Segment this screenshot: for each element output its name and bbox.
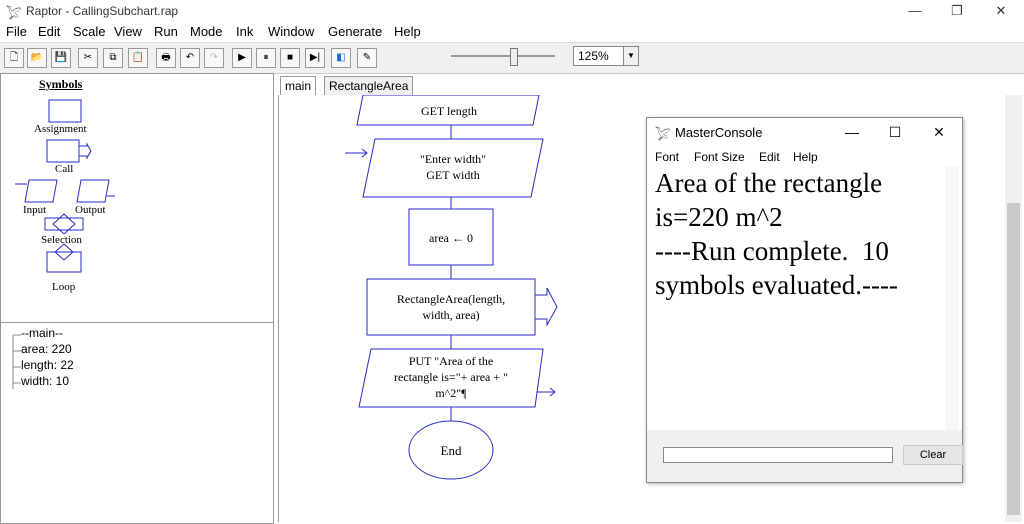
- pen-icon[interactable]: ✎: [357, 48, 377, 68]
- close-button[interactable]: ✕: [995, 3, 1007, 18]
- tab-rectanglearea[interactable]: RectangleArea: [324, 76, 414, 95]
- call-text-line2: width, area): [422, 308, 479, 322]
- redo-icon[interactable]: ↷: [204, 48, 224, 68]
- menu-mode[interactable]: Mode: [190, 24, 223, 39]
- put-text-line3: m^2"¶: [435, 386, 467, 400]
- var-area[interactable]: area: 220: [21, 342, 72, 356]
- title-bar: 𓅯 Raptor - CallingSubchart.rap — ❐ ✕: [0, 0, 1024, 22]
- menu-window[interactable]: Window: [268, 24, 315, 39]
- menu-bar: File Edit Scale View Run Mode Ink Window…: [0, 22, 1024, 42]
- output-label: Output: [75, 204, 106, 216]
- call-label: Call: [55, 163, 74, 175]
- menu-help[interactable]: Help: [394, 24, 421, 39]
- canvas-scrollbar-thumb[interactable]: [1007, 203, 1020, 515]
- input-width-get-text: GET width: [426, 168, 479, 182]
- get-length-text: GET length: [421, 104, 477, 118]
- menu-ink[interactable]: Ink: [236, 24, 254, 39]
- flowchart: GET length "Enter width" GET width area …: [345, 95, 558, 480]
- assignment-text: area ← 0: [429, 231, 473, 245]
- print-icon[interactable]: 🖶: [156, 48, 176, 68]
- cut-icon[interactable]: ✂: [78, 48, 98, 68]
- console-minimize-button[interactable]: —: [845, 124, 859, 140]
- menu-edit[interactable]: Edit: [38, 24, 61, 39]
- menu-view[interactable]: View: [114, 24, 142, 39]
- console-title: MasterConsole: [675, 125, 763, 140]
- loop-label: Loop: [52, 281, 76, 293]
- end-symbol[interactable]: [408, 420, 494, 480]
- copy-icon[interactable]: ⧉: [103, 48, 123, 68]
- symbols-panel: Symbols Assignment Call Input Output Sel…: [0, 73, 274, 323]
- console-command-input[interactable]: [663, 447, 893, 463]
- run-icon[interactable]: ▶: [232, 48, 252, 68]
- var-width[interactable]: width: 10: [21, 374, 70, 388]
- get-length-symbol[interactable]: [356, 95, 540, 126]
- put-text-line2: rectangle is="+ area + ": [394, 370, 508, 384]
- step-icon[interactable]: ▶|: [305, 48, 325, 68]
- var-length[interactable]: length: 22: [21, 358, 74, 372]
- selection-label: Selection: [41, 234, 82, 246]
- input-symbol[interactable]: [24, 179, 58, 203]
- speed-slider-thumb[interactable]: [510, 48, 519, 66]
- chart-tabs: main RectangleArea: [280, 73, 1020, 95]
- undo-icon[interactable]: ↶: [180, 48, 200, 68]
- put-text-line1: PUT "Area of the: [409, 354, 493, 368]
- output-symbol[interactable]: [76, 179, 110, 203]
- save-icon[interactable]: 💾: [51, 48, 71, 68]
- raptor-app-icon: 𓅯: [6, 7, 22, 22]
- console-menu-edit[interactable]: Edit: [759, 150, 780, 164]
- maximize-button[interactable]: ❐: [951, 3, 963, 18]
- symbols-title: Symbols: [39, 77, 83, 91]
- toolbar: 🗋 📂 💾 ✂ ⧉ 📋 🖶 ↶ ↷ ▶ ⏸ ■ ▶| ◧ ✎: [0, 42, 1024, 74]
- new-icon[interactable]: 🗋: [4, 48, 24, 68]
- call-text-line1: RectangleArea(length,: [397, 292, 505, 306]
- call-rectanglearea-symbol[interactable]: [366, 278, 536, 336]
- zoom-value: 125%: [578, 49, 609, 63]
- menu-scale[interactable]: Scale: [73, 24, 106, 39]
- master-console-window: 𓅯 MasterConsole — ☐ ✕ Font Font Size Edi…: [646, 117, 963, 483]
- put-output-symbol[interactable]: [358, 348, 544, 408]
- raptor-app-icon: 𓅯: [655, 128, 671, 143]
- symbols-palette: [15, 99, 115, 273]
- console-scrollbar[interactable]: [945, 166, 959, 430]
- clear-button[interactable]: Clear: [903, 445, 963, 465]
- tree-lines: [12, 334, 21, 389]
- menu-file[interactable]: File: [6, 24, 27, 39]
- loop-symbol[interactable]: [46, 251, 82, 273]
- console-close-button[interactable]: ✕: [933, 124, 945, 140]
- menu-generate[interactable]: Generate: [328, 24, 383, 39]
- assignment-label: Assignment: [34, 123, 87, 135]
- window-title: Raptor - CallingSubchart.rap: [26, 4, 179, 18]
- var-scope-main[interactable]: --main--: [21, 326, 63, 340]
- console-menu-font[interactable]: Font: [655, 150, 680, 164]
- console-output[interactable]: Area of the rectangle is=220 m^2 ----Run…: [655, 168, 898, 300]
- input-width-symbol[interactable]: [362, 138, 544, 198]
- console-maximize-button[interactable]: ☐: [888, 124, 902, 140]
- speed-slider-track[interactable]: [451, 55, 555, 57]
- call-symbol[interactable]: [46, 139, 80, 163]
- variables-panel: --main-- area: 220 length: 22 width: 10: [0, 322, 274, 524]
- zoom-select[interactable]: 125% ▼: [573, 46, 639, 66]
- console-input-area: Clear: [647, 430, 963, 482]
- tab-main[interactable]: main: [280, 76, 317, 95]
- open-icon[interactable]: 📂: [27, 48, 47, 68]
- canvas-scrollbar[interactable]: [1005, 95, 1022, 522]
- input-label: Input: [23, 204, 47, 216]
- minimize-button[interactable]: —: [908, 3, 922, 18]
- selection-symbol[interactable]: [44, 217, 84, 231]
- menu-run[interactable]: Run: [154, 24, 178, 39]
- assignment-symbol[interactable]: [48, 99, 82, 123]
- breakpoint-icon[interactable]: ◧: [331, 48, 351, 68]
- console-menu-font-size[interactable]: Font Size: [694, 150, 745, 164]
- pause-icon[interactable]: ⏸: [256, 48, 276, 68]
- end-text: End: [441, 443, 462, 458]
- paste-icon[interactable]: 📋: [128, 48, 148, 68]
- input-width-prompt-text: "Enter width": [420, 152, 486, 166]
- stop-icon[interactable]: ■: [280, 48, 300, 68]
- chevron-down-icon[interactable]: ▼: [623, 47, 638, 65]
- console-menu-help[interactable]: Help: [793, 150, 818, 164]
